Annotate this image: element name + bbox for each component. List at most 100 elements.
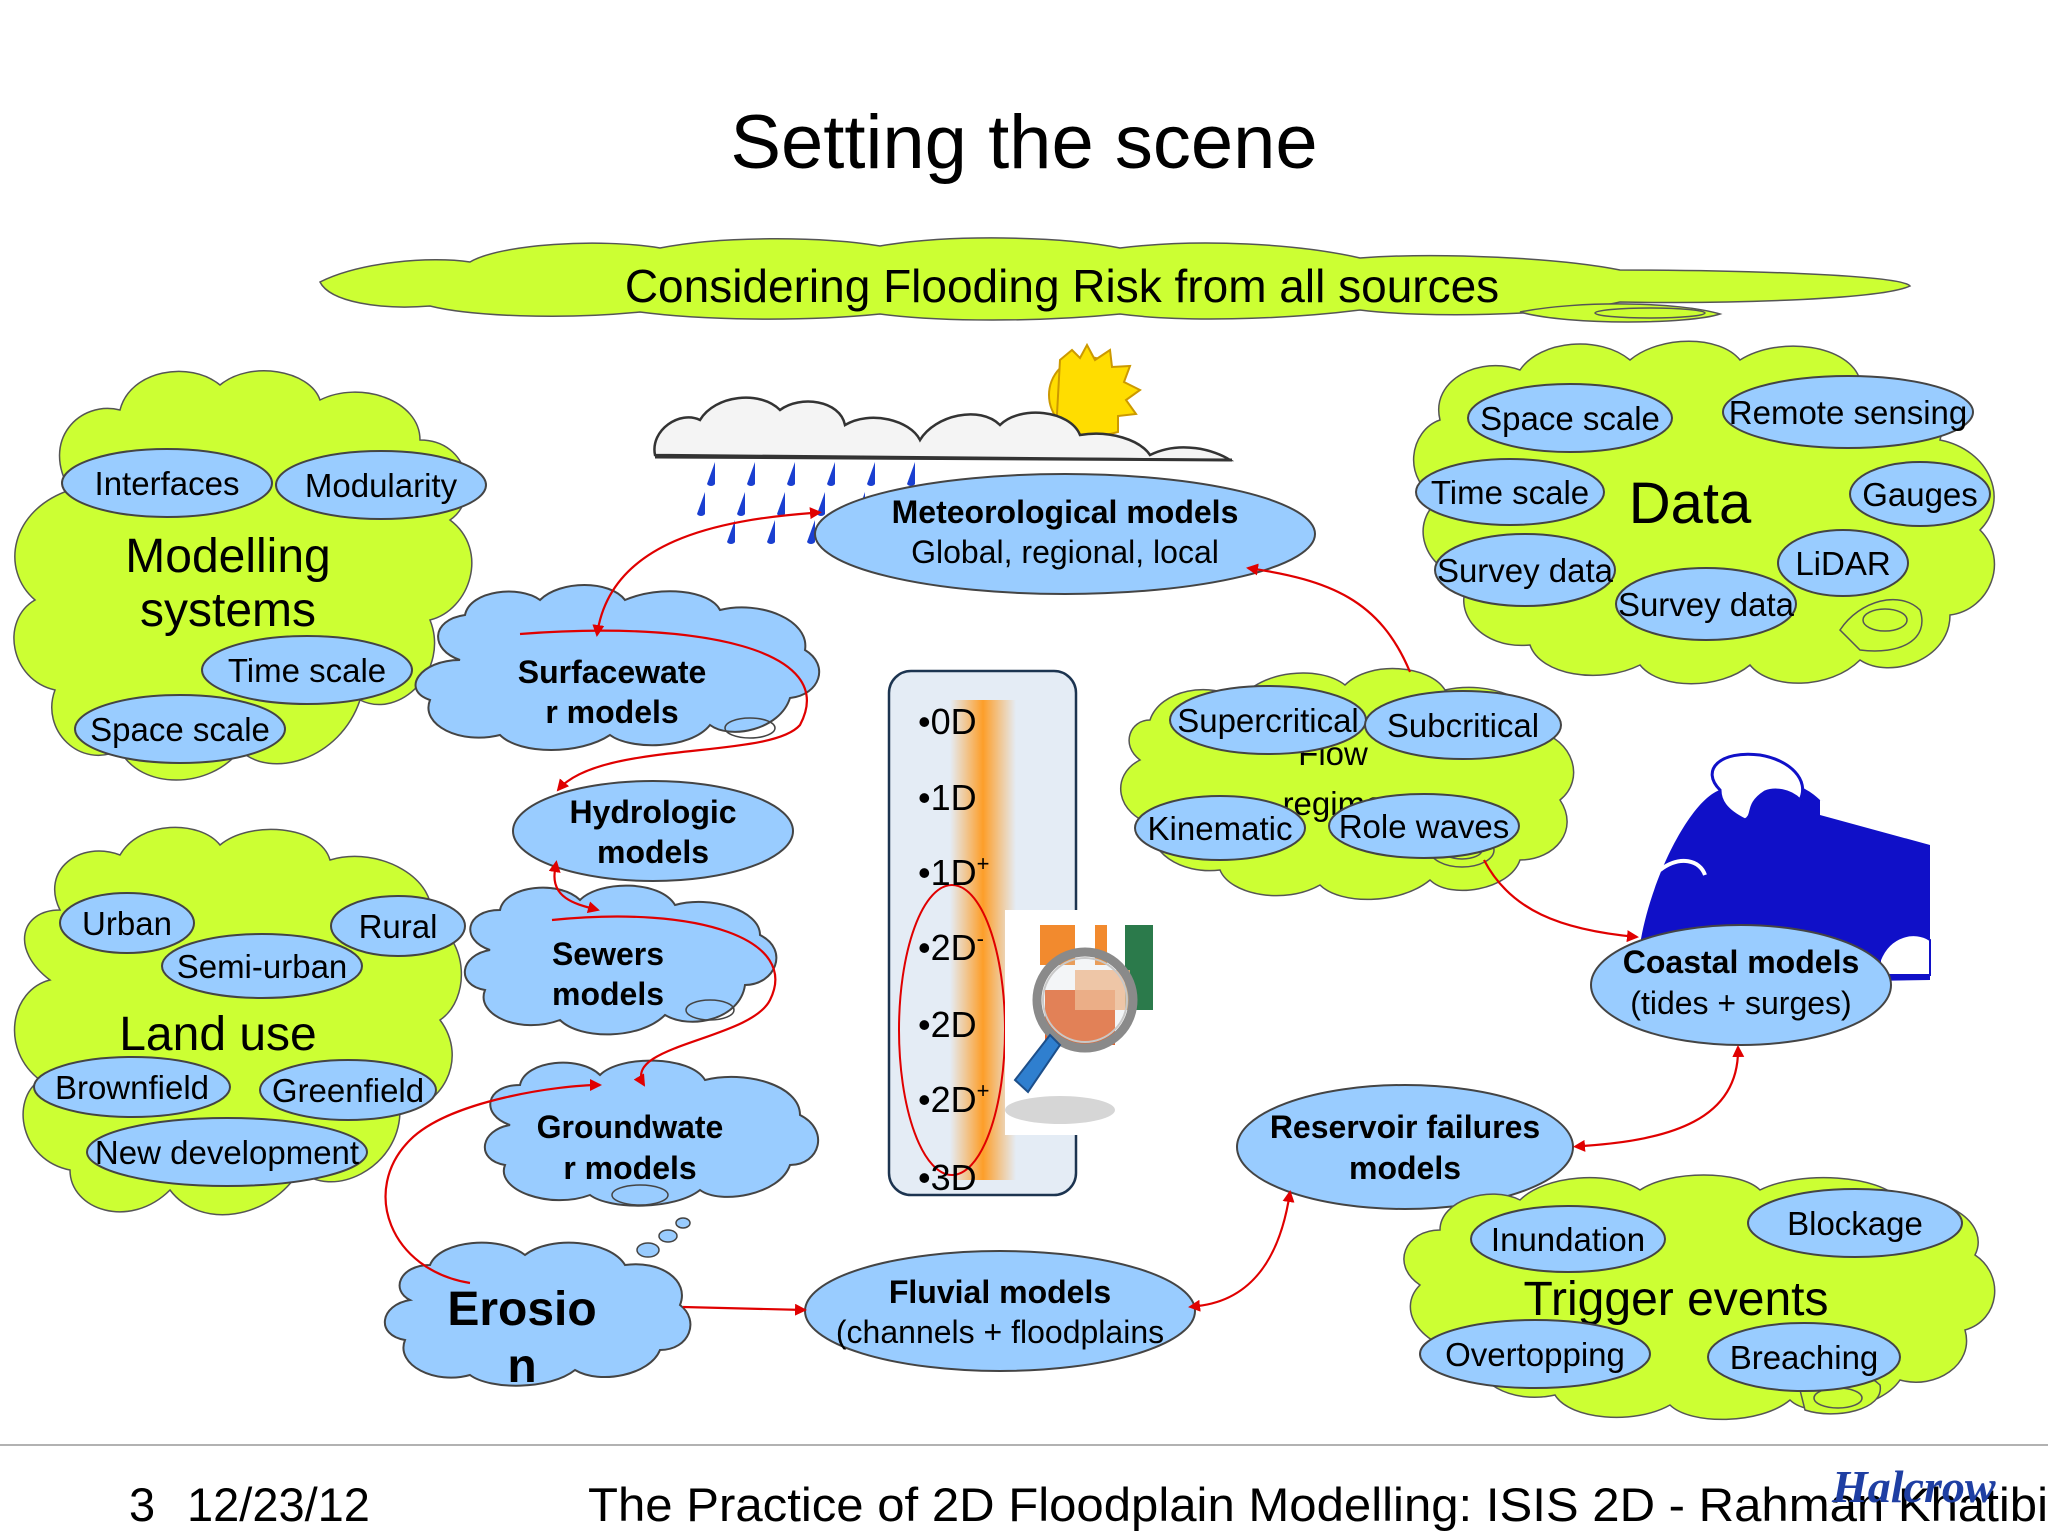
weather-icon — [653, 342, 1235, 544]
modelling-time-scale-label: Time scale — [228, 652, 386, 689]
surfacewater-models-line2: r models — [545, 694, 678, 730]
flow-kinematic-label: Kinematic — [1148, 810, 1293, 847]
arrow-sewers-groundwater — [551, 915, 777, 1087]
land-use-new-development-label: New development — [95, 1134, 359, 1171]
trigger-events-title: Trigger events — [1523, 1273, 1828, 1326]
reservoir-failures-line2: models — [1349, 1150, 1461, 1186]
modelling-title-line1: Modelling — [125, 530, 330, 583]
slide-title: Setting the scene — [730, 100, 1317, 185]
land-use-new-development-bubble: New development — [86, 1117, 368, 1187]
data-gauges-label: Gauges — [1862, 476, 1978, 513]
dimension-list: •0D •1D •1D+ •2D- •2D •2D+ •3D — [918, 701, 989, 1198]
land-use-urban-bubble: Urban — [59, 892, 195, 954]
data-remote-sensing-label: Remote sensing — [1729, 394, 1967, 431]
coastal-models-node: Coastal models (tides + surges) — [1590, 924, 1892, 1046]
flow-subcritical-bubble: Subcritical — [1364, 690, 1562, 760]
coastal-models-title: Coastal models — [1623, 944, 1860, 980]
dimension-2d-plus: •2D+ — [918, 1078, 989, 1120]
modelling-interfaces-label: Interfaces — [95, 465, 240, 502]
surfacewater-models-node: Surfacewate r models — [414, 584, 821, 751]
footer-title: The Practice of 2D Floodplain Modelling:… — [588, 1478, 2048, 1531]
data-survey-data-label-1: Survey data — [1437, 552, 1614, 589]
sewers-models-node: Sewers models — [464, 884, 778, 1036]
erosion-line1: Erosio — [447, 1283, 596, 1336]
modelling-time-scale-bubble: Time scale — [201, 635, 413, 705]
dimension-0d: •0D — [918, 701, 977, 742]
reservoir-failures-node: Reservoir failures models — [1236, 1084, 1574, 1210]
reservoir-failures-line1: Reservoir failures — [1270, 1109, 1540, 1145]
groundwater-models-node: Groundwate r models — [484, 1059, 820, 1207]
trigger-breaching-label: Breaching — [1730, 1339, 1879, 1376]
meteorological-models-title: Meteorological models — [892, 494, 1239, 530]
dimension-2d: •2D — [918, 1004, 977, 1045]
land-use-brownfield-label: Brownfield — [55, 1069, 209, 1106]
land-use-title: Land use — [119, 1008, 317, 1061]
trigger-overtopping-bubble: Overtopping — [1419, 1319, 1651, 1389]
modelling-space-scale-bubble: Space scale — [74, 694, 286, 764]
sewers-models-line1: Sewers — [552, 936, 664, 972]
arrow-fluvial-reservoir — [1188, 1190, 1295, 1312]
flow-subcritical-label: Subcritical — [1387, 707, 1539, 744]
arrow-flow-coastal — [1483, 859, 1639, 943]
flow-supercritical-bubble: Supercritical — [1169, 685, 1367, 755]
hydrologic-models-line2: models — [597, 834, 709, 870]
banner-text: Considering Flooding Risk from all sourc… — [625, 260, 1499, 312]
hydrologic-models-node: Hydrologic models — [512, 780, 794, 882]
modelling-interfaces-bubble: Interfaces — [61, 448, 273, 518]
dimension-3d: •3D — [918, 1157, 977, 1198]
data-survey-data-label-2: Survey data — [1618, 586, 1795, 623]
fluvial-models-node: Fluvial models (channels + floodplains — [804, 1250, 1196, 1372]
data-remote-sensing-bubble: Remote sensing — [1722, 375, 1974, 449]
groundwater-models-line1: Groundwate — [537, 1109, 724, 1145]
footer-date: 12/23/12 — [187, 1478, 370, 1531]
flow-role-waves-label: Role waves — [1339, 808, 1510, 845]
coastal-models-subtitle: (tides + surges) — [1630, 985, 1851, 1021]
data-survey-data-bubble-2: Survey data — [1615, 567, 1797, 641]
arrow-meteo-surfacewater — [592, 507, 822, 637]
arrow-erosion-groundwater — [384, 1079, 602, 1285]
footer-page-number: 3 — [129, 1478, 155, 1531]
arrow-flow-meteo — [1246, 563, 1412, 673]
meteorological-models-subtitle: Global, regional, local — [911, 534, 1219, 570]
data-gauges-bubble: Gauges — [1849, 461, 1991, 527]
fluvial-models-title: Fluvial models — [889, 1274, 1111, 1310]
connection-arrows — [384, 507, 1745, 1316]
data-survey-data-bubble-1: Survey data — [1434, 533, 1616, 607]
dimension-1d: •1D — [918, 777, 977, 818]
banner-cloud — [318, 237, 1912, 323]
flow-role-waves-bubble: Role waves — [1328, 793, 1520, 859]
land-use-brownfield-bubble: Brownfield — [33, 1056, 231, 1118]
trigger-breaching-bubble: Breaching — [1707, 1322, 1901, 1392]
land-use-greenfield-bubble: Greenfield — [259, 1059, 437, 1121]
data-title: Data — [1629, 471, 1752, 536]
halcrow-logo: Halcrow — [1831, 1461, 1996, 1512]
data-space-scale-bubble: Space scale — [1467, 383, 1673, 453]
hydrologic-models-line1: Hydrologic — [569, 794, 736, 830]
modelling-title-line2: systems — [140, 584, 316, 637]
surfacewater-models-line1: Surfacewate — [518, 654, 707, 690]
sewers-models-line2: models — [552, 976, 664, 1012]
cloud-icon — [653, 396, 1235, 462]
dimension-2d-minus: •2D- — [918, 926, 984, 968]
land-use-semi-urban-bubble: Semi-urban — [161, 933, 363, 999]
data-lidar-bubble: LiDAR — [1777, 529, 1909, 597]
arrow-erosion-fluvial — [682, 1303, 807, 1316]
erosion-node: Erosio n — [384, 1217, 692, 1393]
modelling-modularity-bubble: Modularity — [275, 450, 487, 520]
trigger-overtopping-label: Overtopping — [1445, 1336, 1625, 1373]
arrow-reservoir-coastal — [1573, 1045, 1745, 1152]
land-use-semi-urban-label: Semi-urban — [177, 948, 348, 985]
trigger-blockage-bubble: Blockage — [1747, 1188, 1963, 1258]
data-lidar-label: LiDAR — [1795, 545, 1890, 582]
data-time-scale-bubble: Time scale — [1415, 458, 1605, 526]
trigger-blockage-label: Blockage — [1787, 1205, 1923, 1242]
land-use-urban-label: Urban — [82, 905, 172, 942]
arrow-hydrologic-sewers — [548, 860, 600, 914]
arrow-surfacewater-hydrologic — [519, 629, 808, 792]
flow-supercritical-label: Supercritical — [1177, 702, 1359, 739]
magnifier-icon — [1005, 910, 1165, 1135]
trigger-inundation-bubble: Inundation — [1470, 1205, 1666, 1273]
modelling-modularity-label: Modularity — [305, 467, 458, 504]
meteorological-models-node: Meteorological models Global, regional, … — [814, 473, 1316, 595]
land-use-rural-label: Rural — [359, 908, 438, 945]
